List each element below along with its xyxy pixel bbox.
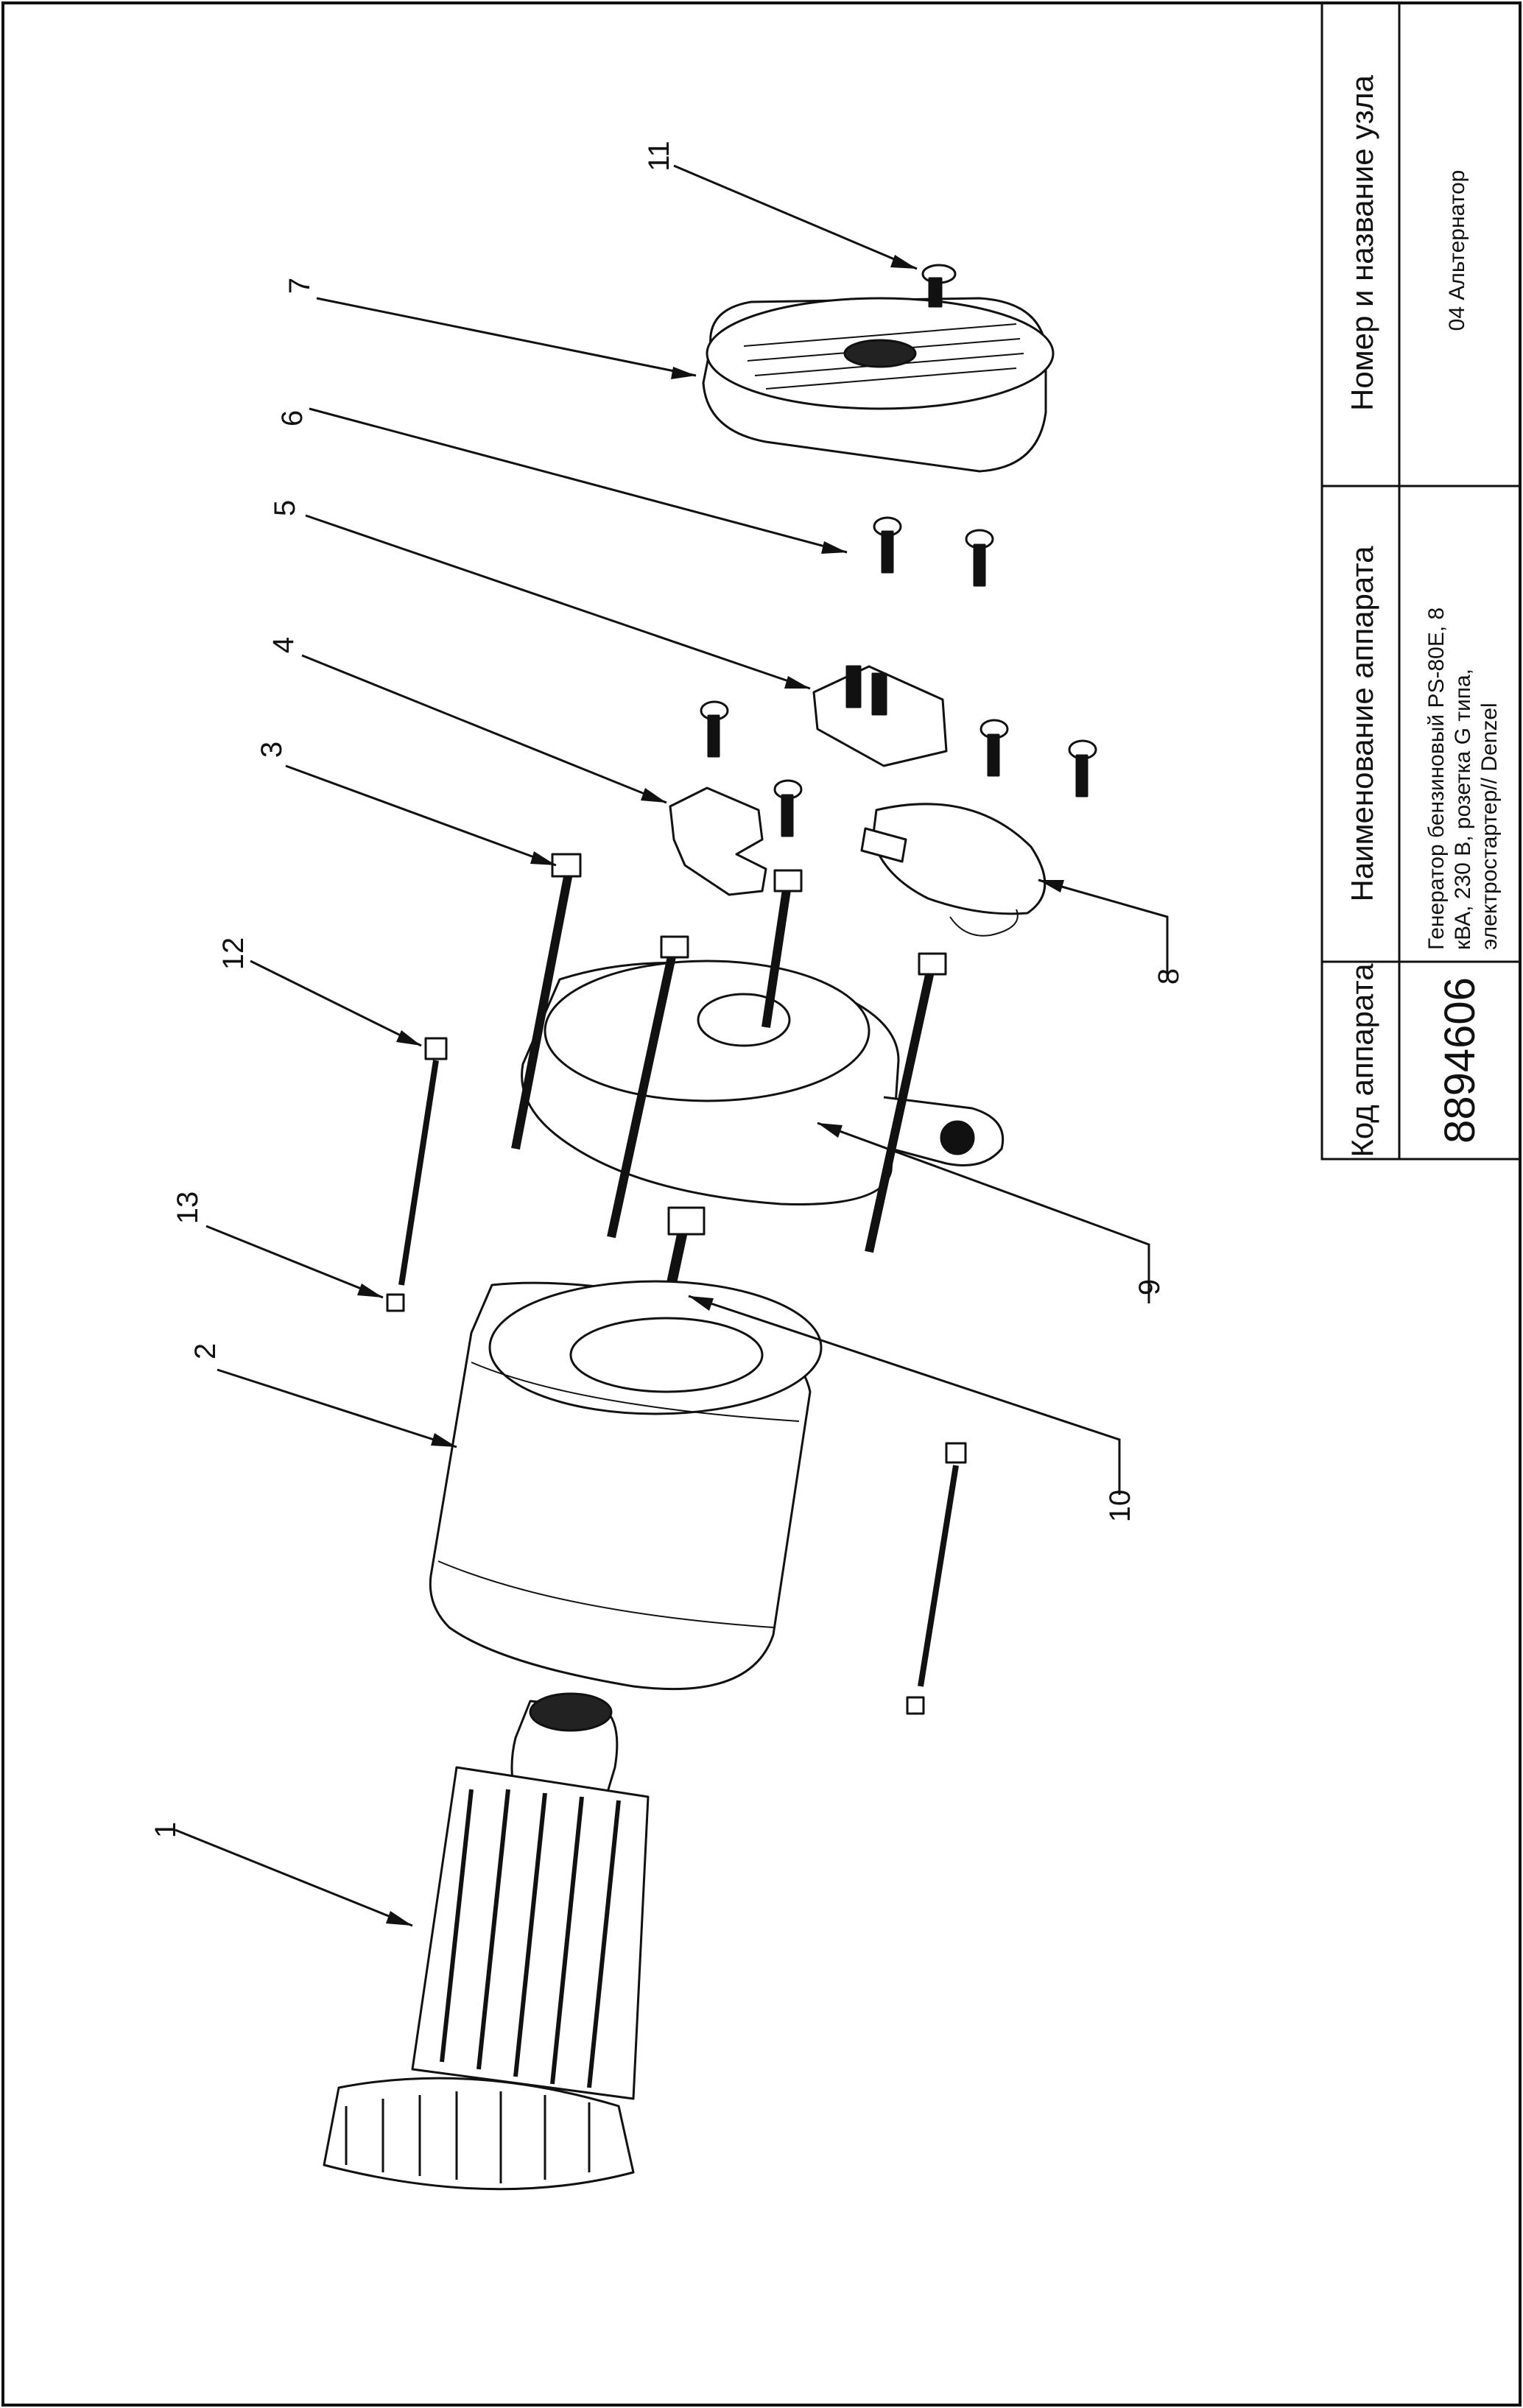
- name-value-line2: кВА, 230 В, розетка G типа,: [1451, 669, 1475, 950]
- arrowhead-6: [821, 541, 847, 554]
- avr-plate-drawing: [700, 665, 1097, 837]
- header-node: Номер и название узла: [1345, 74, 1379, 411]
- brush-holder-drawing: [669, 786, 767, 896]
- arrowhead-9: [817, 1123, 843, 1138]
- callout-11: 11: [643, 141, 675, 172]
- callout-1: 1: [150, 1822, 182, 1838]
- leader-1: [175, 1828, 413, 1927]
- leader-13: [205, 1225, 384, 1299]
- node-value: 04 Альтернатор: [1445, 170, 1469, 331]
- callout-12: 12: [217, 937, 250, 971]
- leader-6: [309, 407, 848, 554]
- arrowhead-1: [386, 1911, 412, 1926]
- callout-6: 6: [276, 410, 309, 426]
- end-cover-drawing: [702, 297, 1055, 473]
- arrowhead-13: [357, 1284, 383, 1298]
- callout-4: 4: [267, 637, 300, 653]
- bottom-stud-drawing: [906, 1442, 967, 1715]
- leader-10: [688, 1295, 1121, 1495]
- arrowhead-5: [784, 676, 810, 689]
- cap-screw-drawing: [921, 264, 957, 308]
- leader-9: [817, 1122, 1150, 1303]
- stator-drawing: [429, 1280, 823, 1691]
- callout-5: 5: [269, 500, 301, 516]
- title-block: [1320, 1, 1522, 1161]
- header-name: Наименование аппарата: [1345, 546, 1379, 902]
- leader-11: [673, 164, 918, 270]
- leader-2: [217, 1368, 457, 1448]
- arrowhead-7: [671, 367, 696, 379]
- arrowhead-3: [530, 851, 556, 865]
- leader-5: [305, 514, 811, 690]
- voltage-regulator-drawing: [860, 803, 1047, 937]
- name-value-line1: Генератор бензиновый PS-80E, 8: [1424, 608, 1449, 950]
- arrowhead-11: [890, 255, 917, 269]
- callout-9: 9: [1133, 1279, 1166, 1295]
- leader-12: [250, 960, 422, 1047]
- rear-housing-drawing: [511, 853, 1005, 1253]
- arrowhead-2: [431, 1433, 457, 1447]
- callout-3: 3: [256, 742, 288, 758]
- callout-10: 10: [1104, 1490, 1136, 1523]
- arrowhead-12: [396, 1030, 421, 1046]
- callout-2: 2: [189, 1343, 222, 1359]
- arrowhead-8: [1038, 880, 1064, 893]
- rotor-assembly-drawing: [323, 1692, 650, 2191]
- arrowhead-10: [689, 1296, 714, 1311]
- header-code: Код аппарата: [1345, 963, 1379, 1158]
- callout-13: 13: [172, 1191, 204, 1225]
- callout-8: 8: [1153, 968, 1185, 985]
- name-value-line3: электростартер// Denzel: [1477, 703, 1502, 950]
- arrowhead-4: [641, 788, 666, 803]
- callout-7: 7: [284, 278, 316, 294]
- leader-7: [316, 297, 697, 377]
- leader-3: [285, 764, 557, 867]
- product-code: 8894606: [1436, 977, 1484, 1144]
- leader-8: [1038, 879, 1169, 979]
- leader-4: [301, 654, 667, 804]
- stud-bolt-drawing: [386, 1037, 448, 1312]
- cover-screws-drawing: [873, 516, 994, 587]
